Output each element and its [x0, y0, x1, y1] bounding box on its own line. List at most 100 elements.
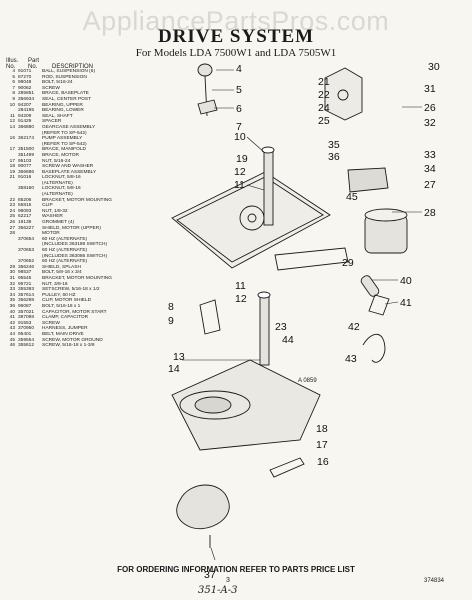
parts-row-part-no: 98048: [18, 80, 32, 86]
parts-row-description: NUT, 3/8-16: [42, 281, 68, 287]
column-header-illus: Illus.: [6, 58, 19, 64]
parts-row-illus-no: 45: [9, 337, 15, 343]
callout-25: 25: [318, 115, 330, 127]
parts-row-description: SCREW, MOTOR GROUND: [42, 337, 103, 343]
parts-row-illus-no: 36: [9, 303, 15, 309]
parts-row-description: BRACKET, MOTOR MOUNTING: [42, 197, 113, 203]
parts-row-description: BASEPLATE ASSEMBLY: [42, 169, 97, 175]
parts-row-illus-no: 19: [9, 169, 15, 175]
parts-row-part-no: 356298: [18, 298, 35, 304]
parts-row-description: SEAL, SHAFT: [42, 113, 73, 119]
parts-row-illus-no: 29: [9, 264, 15, 270]
parts-row-description: BALL, SUSPENSION (6): [42, 69, 96, 74]
parts-row-illus-no: 44: [9, 331, 15, 337]
parts-row-description: SCREW: [42, 320, 60, 326]
parts-row-part-no: 98093: [18, 208, 32, 214]
parts-row-part-no: 356227: [18, 225, 35, 231]
parts-row-description: SPACER: [42, 119, 62, 125]
callout-12-lower: 12: [235, 293, 247, 305]
parts-row-illus-no: 43: [9, 326, 15, 332]
parts-row-description: (ALTERNATE): [42, 180, 73, 186]
parts-row-part-no: 356246: [18, 264, 35, 270]
center-post-lower: [259, 294, 270, 366]
parts-row-description: ROD, SUSPENSION: [42, 74, 87, 80]
callout-34: 34: [424, 163, 436, 175]
parts-row-part-no: 387098: [18, 315, 35, 321]
parts-row-illus-no: 35: [9, 298, 15, 304]
parts-row-part-no: 91016: [18, 175, 32, 181]
parts-list-row: (ALTERNATE): [5, 192, 195, 198]
parts-row-description: NUT, 1/8-32: [42, 208, 68, 214]
parts-row-illus-no: 24: [9, 208, 15, 214]
parts-list-row: (ALTERNATE): [5, 181, 195, 187]
parts-row-part-no: 91553: [18, 320, 32, 326]
callout-23: 23: [275, 321, 287, 333]
parts-row-description: BOLT, 5/16-24: [42, 80, 73, 86]
parts-row-part-no: 366880: [18, 124, 35, 130]
parts-row-description: SHIELD, SPLASH: [42, 264, 81, 270]
handwritten-reference: 351-A-3: [198, 585, 238, 596]
callout-17: 17: [316, 439, 328, 451]
parts-row-part-no: 91429: [18, 119, 32, 125]
parts-row-illus-no: 21: [9, 175, 15, 181]
parts-row-part-no: 284195: [18, 108, 35, 114]
callout-44: 44: [282, 334, 294, 346]
parts-row-illus-no: 34: [9, 292, 15, 298]
parts-row-description: GROMMET (4): [42, 220, 75, 226]
callout-41: 41: [400, 297, 412, 309]
callout-9: 9: [168, 315, 174, 327]
parts-row-illus-no: 10: [9, 102, 15, 108]
callout-10: 10: [234, 131, 246, 143]
callout-26: 26: [424, 102, 436, 114]
parts-row-description: NUT, 5/16-24: [42, 158, 71, 164]
parts-row-description: BRACE, MOTOR: [42, 152, 79, 158]
parts-row-part-no: 370654: [18, 236, 35, 242]
parts-row-illus-no: 22: [9, 197, 15, 203]
callout-22: 22: [318, 89, 330, 101]
parts-row-illus-no: 30: [9, 270, 15, 276]
parts-row-part-no: 355393: [18, 287, 35, 293]
parts-row-description: SCREW, 5/16-18 x 1-3/8: [42, 343, 95, 349]
watermark: AppliancePartsPros.com: [82, 6, 390, 36]
callout-42: 42: [348, 321, 360, 333]
motor-bracket: [324, 67, 363, 121]
center-post: [263, 149, 274, 226]
parts-row-illus-no: 14: [9, 124, 15, 130]
parts-row-description: BRACKET, MOTOR MOUNTING: [42, 275, 113, 281]
parts-row-description: SCREW AND WASHER: [42, 164, 94, 170]
suspension-ball: [197, 63, 213, 77]
parts-row-part-no: 370653: [18, 248, 35, 253]
parts-row-illus-no: 11: [10, 113, 15, 119]
callout-21: 21: [318, 76, 330, 88]
callout-45: 45: [346, 191, 358, 203]
parts-row-part-no: 94207: [18, 102, 32, 108]
callout-31: 31: [424, 83, 436, 95]
callout-33: 33: [424, 149, 436, 161]
parts-row-part-no: 357614: [18, 292, 35, 298]
parts-row-illus-no: 41: [9, 315, 15, 321]
page-title: DRIVE SYSTEM: [157, 26, 315, 47]
parts-list-row: (INCLUDES 363086 SWITCH): [5, 254, 195, 260]
parts-row-description: SEAL, CENTER POST: [42, 96, 92, 102]
parts-row-part-no: 95545: [18, 275, 32, 281]
column-header-part-no: No.: [28, 64, 38, 70]
parts-row-part-no: 91071: [18, 69, 32, 74]
callout-35: 35: [328, 139, 340, 151]
jumper-harness: [362, 333, 386, 363]
parts-row-description: LOCKNUT, 5/8-16: [42, 186, 81, 192]
